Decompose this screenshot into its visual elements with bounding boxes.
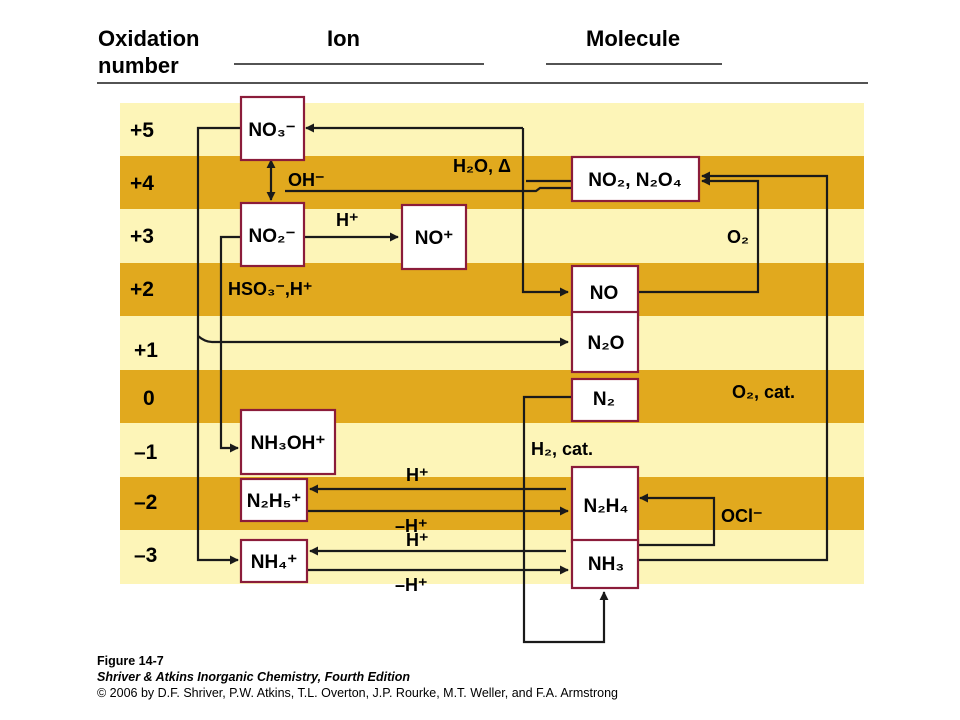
species-n2h5: N₂H₅⁺ [247,491,302,512]
species-no2n2o4: NO₂, N₂O₄ [588,170,682,191]
species-nh4: NH₄⁺ [251,552,298,573]
band-plus4 [120,156,864,209]
level-plus4: +4 [130,172,154,195]
box-n2 [570,377,640,423]
species-n2h4: N₂H₄ [584,496,629,517]
species-nh3: NH₃ [588,554,624,575]
level-zero: 0 [143,387,155,410]
level-plus3: +3 [130,225,154,248]
header-oxidation-number-line2: number [98,53,179,78]
level-minus2: –2 [134,491,157,514]
box-nh4 [239,538,309,584]
reagent-h2o-delta: H₂O, Δ [453,156,511,176]
box-n2h5 [239,477,309,523]
header-ion: Ion [327,26,360,51]
arrow-no3-to-nh4 [196,126,241,565]
box-no2n2o4 [570,155,701,203]
species-boxes [239,95,701,590]
species-no2m: NO₂⁻ [249,226,296,247]
species-no: NO [590,283,619,304]
box-nh3oh [239,408,337,476]
reagent-hso3: HSO₃⁻,H⁺ [228,279,312,299]
caption-copyright: © 2006 by D.F. Shriver, P.W. Atkins, T.L… [97,686,618,700]
box-nh3 [570,538,640,590]
reagent-minus-hplus-2: –H⁺ [395,575,428,595]
arrow-to-n2o [197,335,569,347]
level-plus1: +1 [134,339,158,362]
arrow-no-to-no2 [638,176,760,294]
reagent-o2: O₂ [727,227,749,247]
header-molecule: Molecule [586,26,680,51]
arrow-n2-to-nh3 [522,395,609,644]
caption-figure: Figure 14-7 [97,654,164,668]
line-oh-disproportionation [285,186,572,193]
species-n2: N₂ [593,389,615,410]
box-n2h4 [570,465,640,544]
box-no2m [239,201,306,268]
band-plus2 [120,263,864,316]
level-plus2: +2 [130,278,154,301]
reagent-minus-hplus-1: –H⁺ [395,516,428,536]
box-no3 [239,95,306,162]
level-minus3: –3 [134,544,157,567]
box-n2o [570,310,640,374]
reagent-h2-cat: H₂, cat. [531,439,593,459]
reaction-arrows [196,123,829,644]
reagent-ocl: OCl⁻ [721,506,763,526]
band-minus3 [120,530,864,584]
header-oxidation-number-line1: Oxidation [98,26,199,51]
reagent-oh: OH⁻ [288,170,325,190]
box-nop [400,203,468,271]
reagent-hplus-2: H⁺ [406,465,429,485]
arrow-nh3-to-n2h4 [637,493,716,547]
species-n2o: N₂O [588,333,625,354]
level-plus5: +5 [130,119,154,142]
reagent-o2-cat: O₂, cat. [732,382,795,402]
arrow-to-no [521,128,569,297]
level-minus1: –1 [134,441,158,464]
species-no3: NO₃⁻ [248,120,295,141]
band-plus5 [120,103,864,156]
arrow-no2m-to-nh3oh [219,235,241,453]
species-nop: NO⁺ [415,228,454,249]
band-minus1 [120,423,864,477]
caption-book: Shriver & Atkins Inorganic Chemistry, Fo… [97,670,410,684]
reagent-hplus-1: H⁺ [336,210,359,230]
arrow-nh3-to-no2 [637,171,829,562]
reagent-hplus-3: H⁺ [406,530,429,550]
species-nh3oh: NH₃OH⁺ [251,433,326,454]
